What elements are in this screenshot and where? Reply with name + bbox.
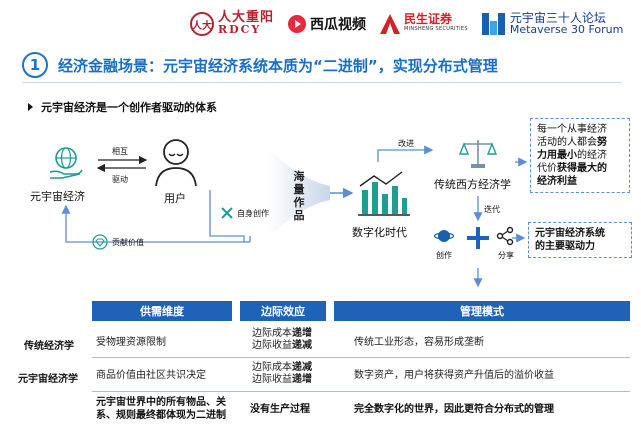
row2-supply: 商品价值由社区共识决定 <box>96 370 206 381</box>
row1-supply: 受物理资源限制 <box>96 337 166 348</box>
box1-line-2: 活动的人都会努 <box>537 137 607 148</box>
row2-marginal-cost: 边际成本递减 <box>252 362 312 373</box>
play-icon <box>288 15 307 33</box>
row2-management: 数字资产，用户将获得资产升值后的溢价收益 <box>354 370 554 381</box>
triangle-bullet-icon <box>28 103 33 111</box>
page-title: 经济金融场景：元宇宙经济系统本质为“二进制”，实现分布式管理 <box>58 56 498 75</box>
digital-city-icon <box>358 171 410 216</box>
drive-label: 驱动 <box>112 175 128 184</box>
diamond-icon <box>92 234 108 250</box>
footer-binary-note: 元宇宙世界中的所有物品、关 系、规则最终都体现为二进制 <box>96 397 226 421</box>
header-logos: 人大 人大重阳 RDCY 西瓜视频 民生证券 MINSHENG SECURITI… <box>190 8 633 40</box>
section-title-row: 1 经济金融场景：元宇宙经济系统本质为“二进制”，实现分布式管理 <box>22 52 631 78</box>
iterate-label: 迭代 <box>484 205 500 214</box>
section-number: 1 <box>22 52 48 78</box>
footer-distributed-note: 完全数字化的世界，因此更符合分布式的管理 <box>354 404 554 415</box>
header-supply-demand: 供需维度 <box>92 301 232 321</box>
planet-icon <box>434 230 454 242</box>
title-divider <box>22 82 622 83</box>
metaverse-forum-logo: 元宇宙三十人论坛 Metaverse 30 Forum <box>481 11 624 36</box>
box1-line-3: 力用最小的经济 <box>537 150 607 161</box>
diagram-connectors <box>61 145 528 288</box>
create-label: 创作 <box>436 251 452 260</box>
box1-line-5: 经济利益 <box>537 176 577 187</box>
row-separator <box>92 391 630 392</box>
rdcy-name-cn: 人大重阳 <box>218 10 275 25</box>
share-icon <box>496 226 514 246</box>
balance-scale-icon <box>458 140 498 168</box>
self-create-label: 自身创作 <box>237 209 269 218</box>
massive-works-label: 海量作品 <box>293 170 305 222</box>
row-label-traditional: 传统经济学 <box>24 341 74 352</box>
economic-principle-box: 每一个从事经济 活动的人都会努 力用最小的经济 代价获得最大的 经济利益 <box>530 118 630 193</box>
user-label: 用户 <box>164 192 186 205</box>
box1-line-1: 每一个从事经济 <box>537 124 607 135</box>
globe-hand-icon <box>49 147 83 179</box>
plus-icon <box>467 227 489 249</box>
xigua-name: 西瓜视频 <box>310 17 367 33</box>
box2-line-2: 的主要驱动力 <box>535 241 595 252</box>
digital-era-label: 数字化时代 <box>352 226 407 239</box>
forum-mark-icon <box>481 13 506 35</box>
mutual-label: 相互 <box>112 147 128 156</box>
row2-marginal-revenue: 边际收益递增 <box>252 374 312 385</box>
user-icon <box>155 139 197 187</box>
minsheng-name-cn: 民生证券 <box>404 12 453 26</box>
footer-no-production: 没有生产过程 <box>250 404 310 415</box>
rdcy-seal-icon: 人大 <box>190 12 214 36</box>
contribute-value-label: 贡献价值 <box>112 238 144 247</box>
row1-marginal-cost: 边际成本递增 <box>252 328 312 339</box>
bullet-point: 元宇宙经济是一个创作者驱动的体系 <box>28 99 217 115</box>
rdcy-name-en: RDCY <box>218 23 262 36</box>
economy-diagram: 元宇宙经济 相互 驱动 用户 自身创作 贡献价值 海量作品 数字化时代 改进 <box>0 118 641 288</box>
metaverse-economy-label: 元宇宙经济 <box>30 190 85 203</box>
box2-line-1: 元宇宙经济系统 <box>535 228 605 239</box>
driving-force-box: 元宇宙经济系统 的主要驱动力 <box>528 222 632 258</box>
improve-label: 改进 <box>398 139 414 148</box>
forum-name-cn: 元宇宙三十人论坛 <box>509 11 606 25</box>
header-management-mode: 管理模式 <box>334 301 630 321</box>
minsheng-mark-icon <box>380 14 401 34</box>
bullet-text: 元宇宙经济是一个创作者驱动的体系 <box>41 101 217 114</box>
header-marginal-effect: 边际效应 <box>240 301 326 321</box>
box1-line-4: 代价获得最大的 <box>537 163 607 174</box>
minsheng-name-en: MINSHENG SECURITIES <box>404 26 468 32</box>
rdcy-logo: 人大 人大重阳 RDCY <box>190 10 275 36</box>
minsheng-logo: 民生证券 MINSHENG SECURITIES <box>380 12 468 34</box>
row-label-metaverse: 元宇宙经济学 <box>18 374 78 385</box>
pencil-ruler-icon <box>221 207 233 219</box>
row1-marginal-revenue: 边际收益递减 <box>252 340 312 351</box>
share-label: 分享 <box>498 251 514 260</box>
row-separator <box>92 357 630 358</box>
xigua-logo: 西瓜视频 <box>288 14 366 34</box>
row1-management: 传统工业形态，容易形成垄断 <box>354 337 484 348</box>
forum-name-en: Metaverse 30 Forum <box>509 23 624 36</box>
traditional-economics-label: 传统西方经济学 <box>434 178 511 191</box>
